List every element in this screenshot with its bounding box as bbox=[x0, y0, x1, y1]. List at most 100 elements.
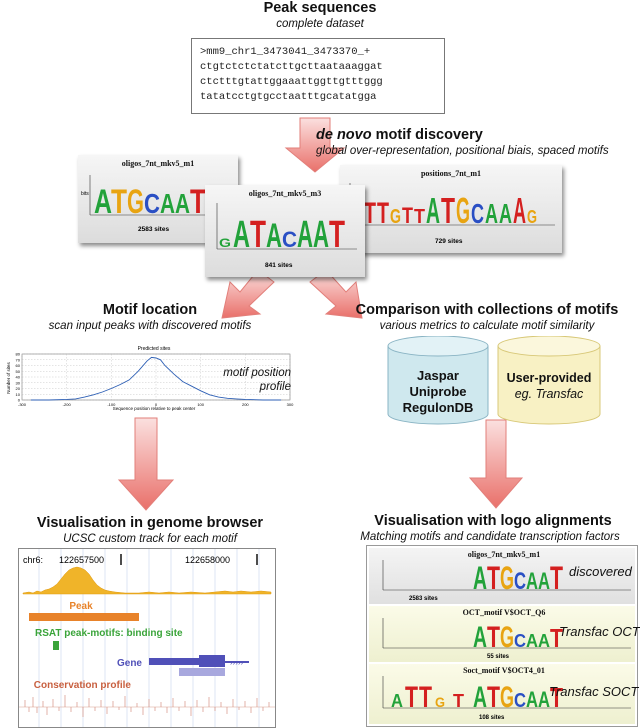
bits-label: bits bbox=[81, 191, 89, 197]
svg-text:G: G bbox=[127, 183, 144, 221]
alignment-row-soct: Soct_motif V$OCT4_01 A T T G T A T G C A… bbox=[369, 664, 639, 724]
svg-text:T: T bbox=[453, 691, 464, 711]
series-line bbox=[30, 356, 282, 401]
logo-panel-m3: oligos_7nt_mkv5_m3 G A T A C A A T 841 s… bbox=[205, 185, 365, 277]
svg-text:A: A bbox=[526, 568, 538, 595]
row-label: Transfac SOCT bbox=[549, 684, 639, 699]
logo-title: OCT_motif V$OCT_Q6 bbox=[462, 608, 546, 617]
svg-text:A: A bbox=[313, 214, 329, 256]
logo-sites: 2583 sites bbox=[409, 596, 438, 602]
svg-text:T: T bbox=[329, 214, 345, 256]
sequence-logo: A T T G T T A T G C A A A G 729 sites bbox=[349, 183, 555, 245]
svg-text:G: G bbox=[219, 236, 231, 250]
db-line: eg. Transfac bbox=[514, 387, 584, 401]
y-tick-label: 0 bbox=[18, 398, 21, 403]
logo-title: oligos_7nt_mkv5_m1 bbox=[467, 550, 541, 559]
svg-text:A: A bbox=[538, 687, 550, 712]
conservation-track bbox=[19, 695, 275, 717]
comparison-subtitle: various metrics to calculate motif simil… bbox=[379, 320, 595, 332]
motif-location-title: Motif location bbox=[102, 302, 198, 318]
y-tick-label: 50 bbox=[16, 369, 21, 374]
svg-text:C: C bbox=[471, 198, 484, 229]
sequence-line: ctgtctctctatcttgcttaataaaggat bbox=[200, 61, 383, 73]
position-profile-chart: Predicted sites Number of sites Sequence… bbox=[6, 346, 294, 411]
conservation-label: Conservation profile bbox=[34, 680, 132, 691]
chrom-label: chr6: bbox=[23, 555, 43, 565]
svg-text:T: T bbox=[419, 681, 432, 714]
db-line: Jaspar bbox=[417, 368, 459, 383]
logo-sites: 841 sites bbox=[265, 262, 293, 269]
signal-track bbox=[22, 566, 272, 595]
svg-text:T: T bbox=[111, 183, 127, 221]
genome-browser-panel: chr6: 122657500 122658000 Peak RSAT peak… bbox=[18, 548, 276, 728]
svg-text:T: T bbox=[377, 197, 389, 230]
svg-text:T: T bbox=[487, 560, 500, 596]
y-tick-label: 30 bbox=[16, 380, 21, 385]
alignment-subtitle: Matching motifs and candidate transcript… bbox=[360, 531, 620, 543]
position-label-1: 122657500 bbox=[59, 555, 104, 565]
logo-sites: 55 sites bbox=[487, 654, 510, 660]
svg-text:C: C bbox=[514, 568, 526, 595]
svg-text:T: T bbox=[402, 203, 413, 228]
svg-text:A: A bbox=[538, 568, 550, 595]
logo-title: oligos_7nt_mkv5_m3 bbox=[248, 189, 322, 198]
genome-browser-title: Visualisation in genome browser bbox=[36, 515, 264, 531]
x-tick-label: -100 bbox=[107, 402, 116, 407]
sequence-box: >mm9_chr1_3473041_3473370_+ctgtctctctatc… bbox=[191, 38, 445, 114]
svg-text:T: T bbox=[364, 197, 376, 230]
svg-text:A: A bbox=[526, 631, 538, 651]
logo-alignment-panel: oligos_7nt_mkv5_m1 A T G C A A T 2583 si… bbox=[366, 545, 640, 727]
peak-sequences-title: Peak sequences bbox=[263, 0, 377, 16]
sequence-line: tatatcctgtgcctaatttgcatatgga bbox=[200, 91, 377, 103]
alignment-title: Visualisation with logo alignments bbox=[374, 513, 612, 529]
arrow-to-location bbox=[221, 269, 275, 319]
svg-text:T: T bbox=[550, 623, 563, 653]
svg-text:G: G bbox=[456, 190, 470, 231]
svg-text:A: A bbox=[473, 560, 487, 596]
motif-position-profile-label: motif position profile bbox=[221, 366, 291, 394]
chart-xlabel: Sequence position relative to peak cente… bbox=[113, 406, 196, 411]
x-tick-label: 200 bbox=[242, 402, 249, 407]
arrow-down-alignment bbox=[468, 419, 524, 509]
y-tick-label: 80 bbox=[16, 352, 21, 357]
chart-grid bbox=[21, 353, 291, 401]
sequence-logo: A T T G T A T G C A A T 108 sites bbox=[382, 676, 631, 721]
sequence-line: ctctttgtattggaaattggttgtttggg bbox=[200, 76, 383, 88]
svg-text:A: A bbox=[473, 681, 487, 714]
x-tick-label: 300 bbox=[287, 402, 294, 407]
svg-text:C: C bbox=[514, 690, 526, 712]
svg-text:A: A bbox=[499, 198, 512, 229]
svg-text:G: G bbox=[500, 560, 514, 596]
svg-text:T: T bbox=[190, 183, 206, 221]
row-label: Transfac OCT bbox=[559, 624, 640, 639]
svg-text:T: T bbox=[487, 681, 500, 714]
svg-text:T: T bbox=[250, 214, 266, 256]
svg-text:G: G bbox=[390, 206, 401, 228]
logo-sites: 729 sites bbox=[435, 238, 463, 245]
denovo-title-italic: de novo bbox=[316, 127, 372, 143]
chart-ylabel: Number of sites bbox=[6, 361, 11, 393]
genome-tracks: chr6: 122657500 122658000 Peak RSAT peak… bbox=[19, 549, 275, 727]
sequence-logo: A T G C A A T 55 sites bbox=[382, 618, 631, 660]
svg-text:T: T bbox=[405, 681, 418, 714]
rsat-label: RSAT peak-motifs: binding site bbox=[35, 628, 183, 639]
logo-title: oligos_7nt_mkv5_m1 bbox=[121, 159, 195, 168]
logo-title: Soct_motif V$OCT4_01 bbox=[463, 666, 545, 675]
sequence-logo: bits A T G C A A T 2583 sites bbox=[81, 175, 228, 233]
denovo-subtitle: global over-representation, positional b… bbox=[316, 145, 609, 157]
y-tick-label: 70 bbox=[16, 357, 21, 362]
svg-text:T: T bbox=[414, 206, 425, 228]
alignment-row-oct: OCT_motif V$OCT_Q6 A T G C A A T 55 site… bbox=[369, 606, 640, 662]
x-tick-label: 0 bbox=[155, 402, 158, 407]
profile-label-line1: motif position bbox=[223, 367, 291, 379]
svg-text:A: A bbox=[266, 217, 282, 255]
svg-text:A: A bbox=[233, 214, 250, 256]
logo-panel-positions: positions_7nt_m1 A T T G T T A T G C A A… bbox=[340, 165, 562, 253]
svg-text:A: A bbox=[538, 631, 550, 651]
database-jaspar-icon bbox=[387, 336, 489, 425]
profile-label-line2: profile bbox=[259, 381, 291, 393]
genome-browser-subtitle: UCSC custom track for each motif bbox=[63, 533, 237, 545]
svg-text:A: A bbox=[473, 621, 487, 654]
chart-title: Predicted sites bbox=[138, 346, 171, 352]
